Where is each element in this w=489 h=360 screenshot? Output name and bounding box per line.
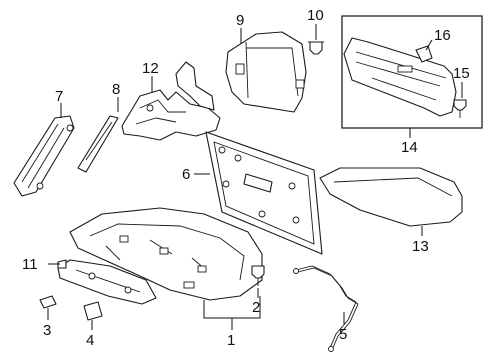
callout-3: 3 [43,322,51,339]
callout-14: 14 [401,139,418,156]
part-14-rear-sill-trim[interactable] [343,37,457,117]
part-6-bulkhead-panel[interactable] [205,131,323,255]
part-3-clip[interactable] [39,295,57,309]
callout-6: 6 [182,166,190,183]
part-13-trunk-mat[interactable] [319,167,463,227]
part-9-wheelhouse-trim[interactable] [225,31,307,113]
callout-11: 11 [22,256,38,273]
callout-13: 13 [412,238,429,255]
callout-1: 1 [227,332,235,349]
part-12-quarter-bracket[interactable] [121,61,221,141]
callout-5: 5 [339,326,347,343]
part-4-cover[interactable] [83,301,103,321]
callout-16: 16 [434,27,451,44]
part-11-support-bracket[interactable] [57,259,157,305]
callout-9: 9 [236,12,244,29]
callout-8: 8 [112,81,120,98]
callout-12: 12 [142,60,159,77]
leader-1 [203,296,261,330]
part-16-clip[interactable] [415,45,433,63]
leader-16 [425,39,433,51]
callout-4: 4 [86,332,94,349]
part-2-bolt[interactable] [251,265,265,286]
callout-15: 15 [453,65,470,82]
callout-10: 10 [307,7,324,24]
callout-2: 2 [252,299,260,316]
callout-7: 7 [55,88,63,105]
part-1-package-tray[interactable] [69,207,263,301]
part-10-clip[interactable] [308,41,324,55]
part-5-cable[interactable] [293,265,359,352]
part-7-left-pillar-trim[interactable] [13,115,75,197]
part-8-strip-trim[interactable] [77,115,119,173]
part-15-push-pin[interactable] [453,99,467,118]
